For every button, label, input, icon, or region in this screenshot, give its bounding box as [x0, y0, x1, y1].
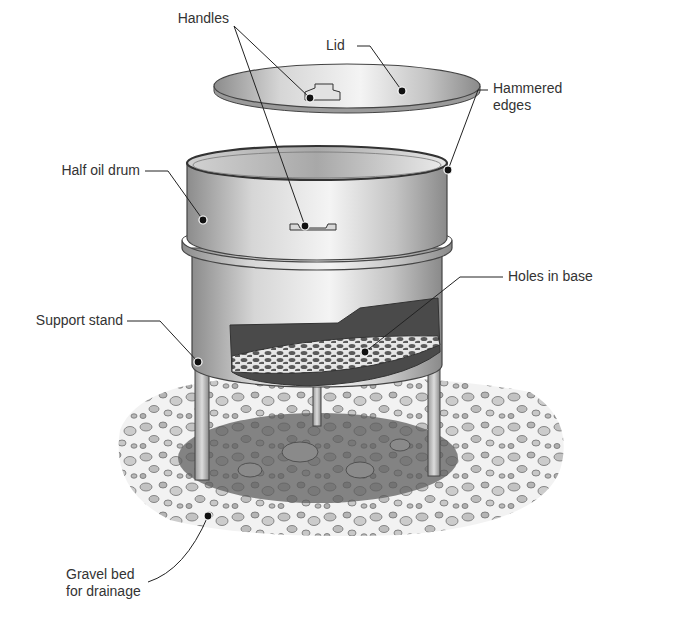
pebble	[238, 463, 262, 477]
part-label: Handles	[178, 10, 229, 27]
gravel-bed	[119, 377, 564, 536]
leader-dot	[398, 87, 406, 95]
leader-lines	[127, 26, 503, 582]
drum-inside	[193, 152, 441, 178]
leader-line	[357, 46, 402, 91]
lid-top	[214, 64, 480, 108]
perforated-base	[232, 336, 440, 374]
part-label: Half oil drum	[61, 162, 140, 179]
part-label: Gravel bed for drainage	[66, 566, 154, 600]
part-label: Holes in base	[508, 268, 593, 285]
leader-line	[448, 90, 488, 170]
leader-line	[234, 26, 305, 226]
leader-line	[148, 516, 208, 582]
leader-dots	[194, 87, 452, 520]
cutaway-window	[230, 298, 440, 386]
pebble	[282, 442, 318, 462]
leader-dot	[204, 512, 212, 520]
part-label: Hammered edges	[493, 80, 569, 114]
pebble	[390, 439, 410, 451]
leader-dot	[194, 358, 202, 366]
lid	[214, 64, 480, 113]
pebble	[346, 462, 374, 478]
part-label: Lid	[326, 37, 345, 54]
drum-handle	[290, 224, 336, 230]
leader-dot	[361, 348, 369, 356]
leader-line	[234, 26, 310, 98]
part-label: Support stand	[36, 312, 123, 329]
drum-rim	[187, 146, 447, 180]
leader-line	[145, 171, 203, 220]
leader-dot	[444, 166, 452, 174]
leader-dot	[199, 216, 207, 224]
leader-dot	[301, 222, 309, 230]
leader-line	[365, 277, 503, 352]
leader-line	[127, 321, 198, 362]
leader-dot	[306, 94, 314, 102]
gravel-area	[119, 377, 564, 536]
